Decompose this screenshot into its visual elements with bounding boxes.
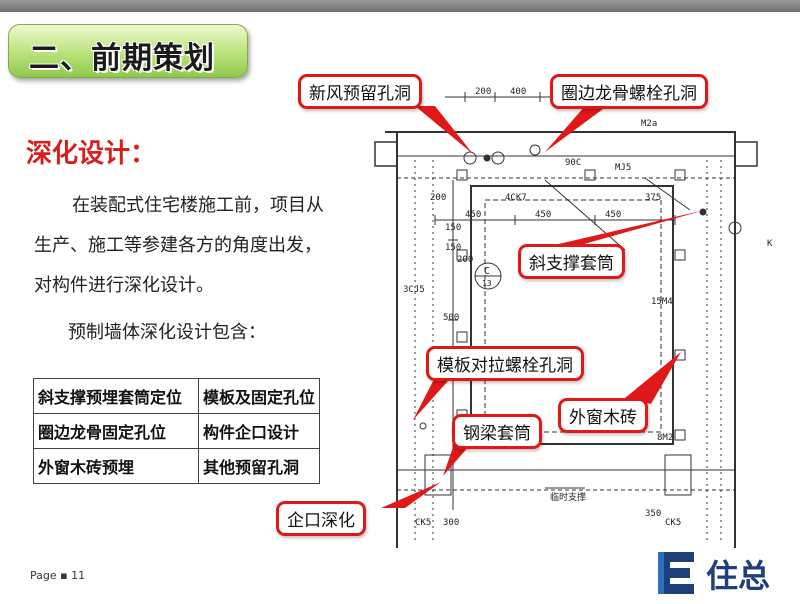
dim-label: 200 (457, 255, 473, 265)
dim-label: 350 (645, 509, 661, 519)
dim-label: 200 (475, 87, 491, 97)
table-cell: 圈边龙骨固定孔位 (33, 413, 199, 449)
callout-diagonal-brace-sleeve: 斜支撑套筒 (518, 244, 625, 279)
dim-label: 375 (645, 193, 661, 203)
dim-label: 15M4 (651, 297, 673, 307)
dim-label: 3CJ5 (403, 285, 425, 295)
company-logo-text: 住总 (706, 557, 771, 595)
title-banner: 二、前期策划 (8, 24, 248, 78)
dim-label: 450 (465, 210, 481, 220)
table-cell: 构件企口设计 (197, 413, 321, 449)
dim-label: 90C (565, 158, 581, 168)
table-row: 圈边龙骨固定孔位 构件企口设计 (33, 413, 321, 449)
dim-label: 4CK7 (505, 193, 527, 203)
wall-panel-drawing: 200 400 M2a 90C 4CK7 MJ5 375 450 450 450… (374, 87, 773, 548)
dim-label: 500 (443, 313, 459, 323)
callout-window-wood-brick: 外窗木砖 (558, 398, 648, 433)
dim-label: 450 (535, 210, 551, 220)
callout-fresh-air-hole: 新风预留孔洞 (298, 74, 422, 109)
content-intro: 预制墙体深化设计包含： (68, 322, 266, 343)
callout-steel-beam-sleeve: 钢梁套筒 (452, 414, 542, 449)
dim-label: CK5 (665, 518, 681, 528)
table-row: 外窗木砖预埋 其他预留孔洞 (33, 448, 321, 484)
paragraph-text: 在装配式住宅楼施工前，项目从生产、施工等参建各方的角度出发，对构件进行深化设计。 (34, 195, 324, 296)
table-cell: 模板及固定孔位 (197, 378, 321, 414)
dim-label: 200 (430, 193, 446, 203)
dim-label: 450 (605, 210, 621, 220)
design-items-table: 斜支撑预埋套筒定位 模板及固定孔位 圈边龙骨固定孔位 构件企口设计 外窗木砖预埋… (33, 378, 321, 484)
dim-label: CK5 (415, 518, 431, 528)
table-cell: 其他预留孔洞 (197, 448, 321, 484)
section-subtitle: 深化设计： (26, 139, 157, 169)
page-number: Page ▪ 11 (30, 569, 86, 582)
body-paragraph: 在装配式住宅楼施工前，项目从生产、施工等参建各方的角度出发，对构件进行深化设计。 (34, 186, 339, 306)
callout-formwork-bolt-hole: 模板对拉螺栓孔洞 (426, 346, 584, 381)
ref-label: C (484, 266, 490, 277)
dim-label: M2a (641, 119, 657, 129)
company-logo-icon (658, 552, 694, 594)
dim-label: 临时支撑 (550, 491, 586, 503)
dim-label: 400 (510, 87, 526, 97)
table-row: 斜支撑预埋套筒定位 模板及固定孔位 (33, 378, 321, 414)
dim-label: 300 (443, 518, 459, 528)
dim-label: MJ5 (615, 163, 631, 173)
dim-label: 8M2 (657, 433, 673, 443)
top-bar (0, 0, 800, 12)
dim-label: K (767, 239, 773, 249)
dim-label: 150 (445, 243, 461, 253)
callout-rabbet-design: 企口深化 (276, 501, 366, 536)
callout-keel-bolt-hole: 圈边龙骨螺栓孔洞 (550, 74, 708, 109)
slide-title: 二、前期策划 (29, 41, 215, 76)
table-cell: 外窗木砖预埋 (33, 448, 199, 484)
ref-label: 13 (482, 279, 492, 288)
table-cell: 斜支撑预埋套筒定位 (33, 378, 199, 414)
dim-label: 150 (445, 223, 461, 233)
